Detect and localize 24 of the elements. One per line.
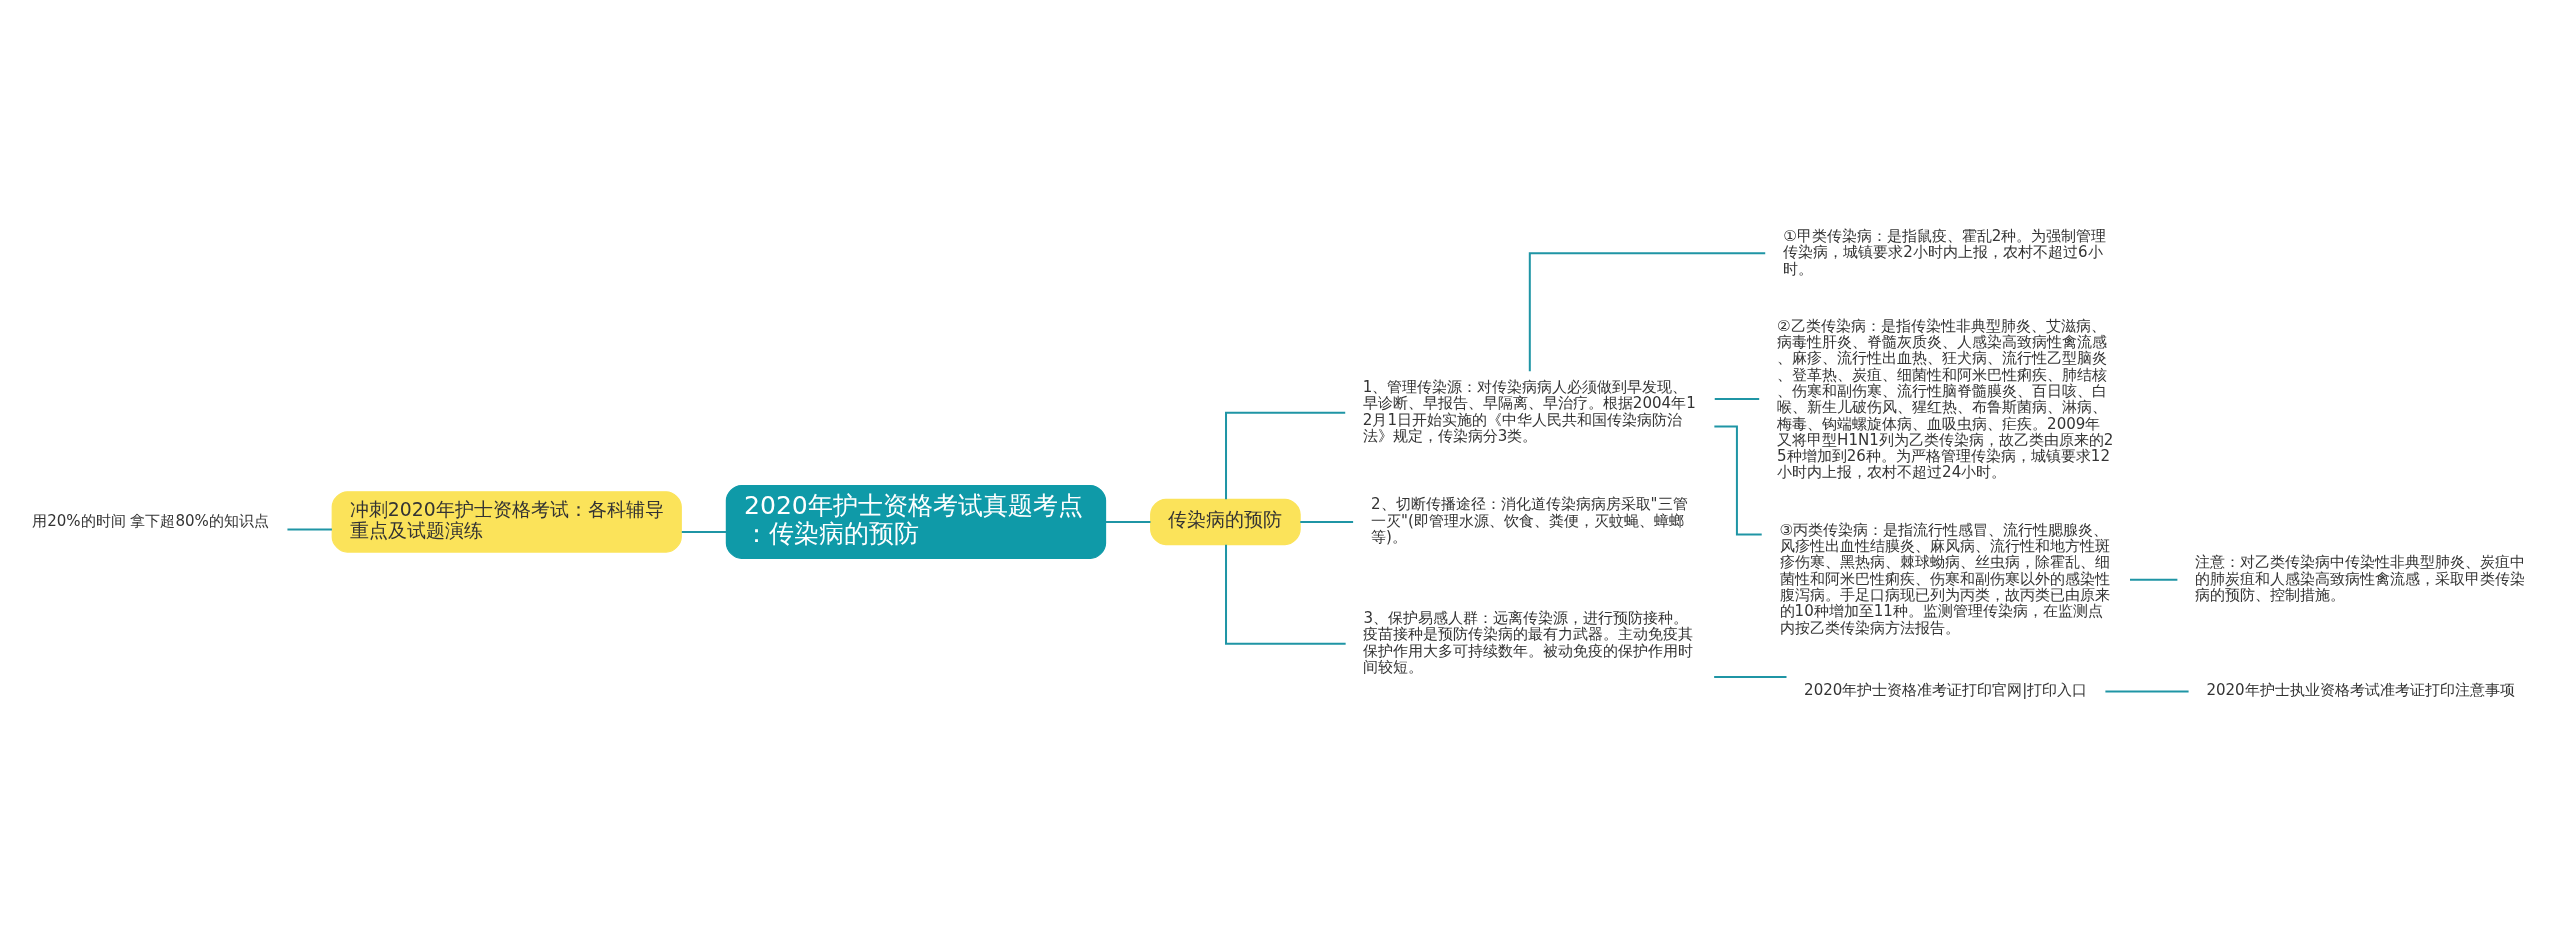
node-text: ①甲类传染病：是指鼠疫、霍乱2种。为强制管理传染病，城镇要求2小时内上报，农村不超过6小时。 <box>1783 226 2107 277</box>
node-text: 3、保护易感人群：远离传染源，进行预防接种。疫苗接种是预防传染病的最有力武器。主动免疫其保护作用大多可持续数年。被动免疫的保护作用时间较短。 <box>1363 608 1694 676</box>
node-text: 注意：对乙类传染病中传染性非典型肺炎、炭疽中的肺炭疽和人感染高致病性禽流感，采取甲类传染病的预防、控制措施。 <box>2195 552 2526 604</box>
node-text: 1、管理传染源：对传染病病人必须做到早发现、早诊断、早报告、早隔离、早治疗。根据2004年12月1日开始实施的《中华人民共和国传染病防治法》规定，传染病分3类。 <box>1362 377 1696 445</box>
node-box: 传染病的预防 <box>1150 498 1301 545</box>
node-text: 用20%的时间 拿下超80%的知识点 <box>32 511 269 530</box>
node-box: 冲刺2020年护士资格考试：各科辅导重点及试题演练 <box>331 490 682 553</box>
node-text: 2020年护士执业资格考试准考证打印注意事项 <box>2206 680 2515 699</box>
node-text: ②乙类传染病：是指传染性非典型肺炎、艾滋病、病毒性肝炎、脊髓灰质炎、人感染高致病性禽流感、麻疹、流行性出血热、狂犬病、流行性乙型脑炎、登革热、炭疽、细菌性和阿米巴性痢疾、肺结核、伤寒和副伤寒、流行性脑脊髓膜炎、百日咳、白喉、新生儿破伤风、猩红热、布鲁斯菌病、淋病、梅毒、钩端螺旋体病、血吸虫病、疟疾。2009年又将甲型H1N1列为乙类传染病，故乙类由原来的25种增加到26种。为严格管理传染病，城镇要求12小时内上报，农村不超过24小时。 <box>1777 316 2114 481</box>
connector <box>681 530 727 533</box>
connector <box>1528 251 1766 371</box>
node-text: 2020年护士资格准考证打印官网|打印入口 <box>1804 680 2088 699</box>
connector <box>2105 689 2189 692</box>
connector <box>1300 520 1354 523</box>
connector <box>1105 520 1151 523</box>
connector <box>1225 544 1346 645</box>
node-text: 2、切断传播途径：消化道传染病病房采取"三管一灭"(即管理水源、饮食、粪便，灭蚊蝇、蟑螂等)。 <box>1371 494 1688 546</box>
connector <box>287 527 332 530</box>
connector <box>1225 411 1346 499</box>
connector <box>2130 578 2178 581</box>
connector <box>1714 397 1760 400</box>
node-box: 2020年护士资格考试真题考点：传染病的预防 <box>725 484 1107 559</box>
connector <box>1714 675 1787 678</box>
node-text: ③丙类传染病：是指流行性感冒、流行性腮腺炎、风疹性出血性结膜炎、麻风病、流行性和地方性斑疹伤寒、黑热病、棘球蚴病、丝虫病，除霍乱、细菌性和阿米巴性痢疾、伤寒和副伤寒以外的感染性腹泻病。手足口病现已列为丙类，故丙类已由原来的10种增加至11种。监测管理传染病，在监测点内按乙类传染病方法报告。 <box>1779 520 2110 637</box>
